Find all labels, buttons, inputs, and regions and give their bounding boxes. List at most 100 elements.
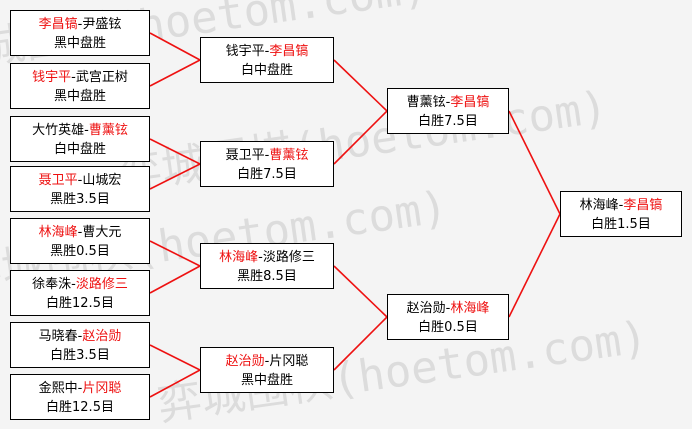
match-box-r3m2: 赵治勋-林海峰白胜0.5目 (387, 294, 509, 340)
vs-dash: - (71, 277, 76, 292)
match-box-r1m3: 大竹英雄-曹薰铉白中盘胜 (10, 116, 150, 162)
player-black: 林海峰 (579, 198, 619, 213)
player-black: 钱宇平 (225, 44, 265, 59)
connector-r3m1-final (508, 110, 561, 215)
player-white: 曹薰铉 (88, 123, 128, 138)
vs-dash: - (258, 250, 263, 265)
match-result: 黑中盘胜 (53, 36, 106, 51)
player-white: 武宫正树 (75, 70, 128, 85)
connector-r1m4-r2m2 (149, 163, 201, 190)
connector-r1m7-r2m4 (149, 344, 201, 371)
match-result: 白胜7.5目 (418, 114, 478, 129)
match-box-r2m4: 赵治勋-片冈聪黑中盘胜 (200, 347, 334, 393)
player-black: 林海峰 (38, 225, 78, 240)
match-players: 金熙中-片冈聪 (11, 379, 149, 398)
match-box-r2m2: 聂卫平-曹薰铉白胜7.5目 (200, 141, 334, 187)
match-box-r1m5: 林海峰-曹大元黑胜0.5目 (10, 218, 150, 264)
vs-dash: - (77, 225, 83, 240)
player-white: 尹盛铉 (82, 17, 122, 32)
match-players: 赵治勋-林海峰 (388, 299, 508, 318)
player-black: 马晓春 (38, 329, 78, 344)
match-result: 黑胜8.5目 (237, 269, 297, 284)
connector-r1m8-r2m4 (149, 369, 201, 398)
player-black: 钱宇平 (32, 70, 72, 85)
vs-dash: - (264, 148, 270, 163)
match-box-r2m3: 林海峰-淡路修三黑胜8.5目 (200, 243, 334, 289)
match-result: 白胜3.5目 (50, 348, 110, 363)
vs-dash: - (77, 17, 83, 32)
player-black: 金熙中 (38, 381, 78, 396)
match-players: 林海峰-李昌镐 (561, 196, 681, 215)
match-players: 大竹英雄-曹薰铉 (11, 121, 149, 140)
player-black: 赵治勋 (406, 301, 446, 316)
match-players: 钱宇平-武宫正树 (11, 68, 149, 87)
player-black: 聂卫平 (225, 148, 265, 163)
vs-dash: - (618, 198, 624, 213)
player-black: 赵治勋 (225, 354, 265, 369)
match-players: 赵治勋-片冈聪 (201, 352, 333, 371)
match-result: 白胜12.5目 (46, 400, 114, 415)
match-box-r1m1: 李昌镐-尹盛铉黑中盘胜 (10, 10, 150, 56)
player-white: 李昌镐 (269, 44, 309, 59)
vs-dash: - (71, 70, 76, 85)
player-white: 李昌镐 (450, 95, 490, 110)
player-white: 曹薰铉 (269, 148, 309, 163)
player-white: 片冈聪 (269, 354, 309, 369)
match-box-r1m7: 马晓春-赵治勋白胜3.5目 (10, 322, 150, 368)
player-black: 徐奉洙 (32, 277, 72, 292)
match-box-r1m2: 钱宇平-武宫正树黑中盘胜 (10, 63, 150, 109)
vs-dash: - (77, 329, 83, 344)
match-players: 聂卫平-山城宏 (11, 171, 149, 190)
match-result: 白胜7.5目 (237, 167, 297, 182)
connector-r1m3-r2m2 (149, 138, 201, 165)
match-box-r1m8: 金熙中-片冈聪白胜12.5目 (10, 374, 150, 420)
match-result: 黑胜3.5目 (50, 192, 110, 207)
player-black: 大竹英雄 (32, 123, 85, 138)
match-players: 林海峰-淡路修三 (201, 248, 333, 267)
vs-dash: - (264, 354, 270, 369)
connector-r1m5-r2m3 (149, 240, 201, 267)
player-black: 林海峰 (219, 250, 259, 265)
player-white: 淡路修三 (75, 277, 128, 292)
match-result: 白中盘胜 (53, 142, 106, 157)
connector-r2m3-r3m2 (333, 265, 388, 318)
connector-r2m2-r3m1 (333, 110, 388, 165)
vs-dash: - (445, 301, 451, 316)
match-result: 白中盘胜 (240, 63, 293, 78)
player-white: 淡路修三 (262, 250, 315, 265)
vs-dash: - (77, 381, 83, 396)
player-white: 片冈聪 (82, 381, 122, 396)
match-result: 白胜12.5目 (46, 296, 114, 311)
match-players: 钱宇平-李昌镐 (201, 42, 333, 61)
match-players: 林海峰-曹大元 (11, 223, 149, 242)
match-box-r3m1: 曹薰铉-李昌镐白胜7.5目 (387, 88, 509, 134)
match-box-r1m4: 聂卫平-山城宏黑胜3.5目 (10, 166, 150, 212)
match-box-final: 林海峰-李昌镐白胜1.5目 (560, 191, 682, 237)
match-players: 徐奉洙-淡路修三 (11, 275, 149, 294)
player-white: 曹大元 (82, 225, 122, 240)
connector-r3m2-final (508, 213, 561, 318)
match-result: 黑中盘胜 (240, 373, 293, 388)
match-players: 曹薰铉-李昌镐 (388, 93, 508, 112)
match-result: 黑中盘胜 (53, 89, 106, 104)
match-players: 马晓春-赵治勋 (11, 327, 149, 346)
match-result: 白胜1.5目 (591, 217, 651, 232)
connector-r2m1-r3m1 (333, 59, 388, 112)
match-result: 白胜0.5目 (418, 320, 478, 335)
player-black: 聂卫平 (38, 173, 78, 188)
vs-dash: - (77, 173, 83, 188)
match-box-r2m1: 钱宇平-李昌镐白中盘胜 (200, 37, 334, 83)
connector-r1m2-r2m1 (149, 59, 201, 87)
vs-dash: - (264, 44, 270, 59)
match-players: 聂卫平-曹薰铉 (201, 146, 333, 165)
player-white: 李昌镐 (623, 198, 663, 213)
player-white: 赵治勋 (82, 329, 122, 344)
player-black: 曹薰铉 (406, 95, 446, 110)
match-players: 李昌镐-尹盛铉 (11, 15, 149, 34)
connector-r1m6-r2m3 (149, 265, 201, 294)
connector-r1m1-r2m1 (149, 32, 201, 61)
player-white: 山城宏 (82, 173, 122, 188)
vs-dash: - (445, 95, 451, 110)
match-box-r1m6: 徐奉洙-淡路修三白胜12.5目 (10, 270, 150, 316)
